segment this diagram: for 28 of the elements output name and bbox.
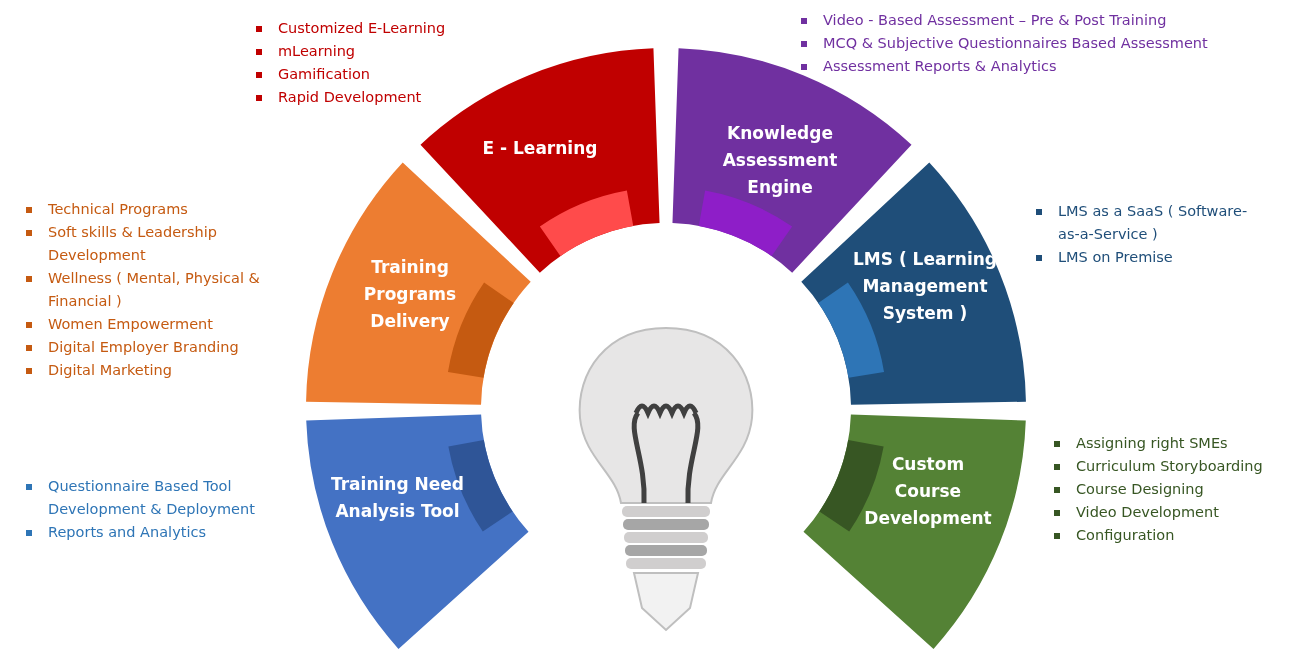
bullet-text: Assigning right SMEs xyxy=(1076,435,1228,451)
bullet-text: mLearning xyxy=(278,43,356,59)
bullet-text: Video - Based Assessment – Pre & Post Training xyxy=(823,12,1167,28)
bullet-text: LMS as a SaaS ( Software-as-a-Service ) xyxy=(1058,203,1248,242)
segment-title: Custom Course Development xyxy=(863,453,993,530)
bullet-text: Assessment Reports & Analytics xyxy=(823,58,1057,74)
bullet-text: LMS on Premise xyxy=(1058,249,1173,265)
bullet-text: Digital Marketing xyxy=(48,362,172,378)
bullet-text: Reports and Analytics xyxy=(48,524,206,540)
bullet-text: Soft skills & Leadership Development xyxy=(48,224,218,263)
bullet-text: Rapid Development xyxy=(278,89,422,105)
bullet-text: MCQ & Subjective Questionnaires Based Assessment xyxy=(823,35,1208,51)
bullet-text: Gamification xyxy=(278,66,371,82)
bullet-text: Technical Programs xyxy=(48,201,188,217)
bullet-text: Digital Employer Branding xyxy=(48,339,239,355)
segment-title: Training Programs Delivery xyxy=(362,256,458,333)
bullet-text: Curriculum Storyboarding xyxy=(1076,458,1263,474)
segment-title: LMS ( Learning Management System ) xyxy=(852,248,998,325)
segment-title: E - Learning xyxy=(481,137,599,160)
bullet-text: Questionnaire Based Tool Development & Deployment xyxy=(48,478,255,517)
bullet-text: Video Development xyxy=(1076,504,1219,520)
bullet-text: Course Designing xyxy=(1076,481,1204,497)
bullet-text: Configuration xyxy=(1076,527,1175,543)
bullet-text: Wellness ( Mental, Physical & Financial ) xyxy=(48,270,260,309)
bullet-text: Customized E-Learning xyxy=(278,20,446,36)
segment-title: Knowledge Assessment Engine xyxy=(721,122,839,199)
segment-title: Training Need Analysis Tool xyxy=(330,473,465,523)
bullet-text: Women Empowerment xyxy=(48,316,213,332)
